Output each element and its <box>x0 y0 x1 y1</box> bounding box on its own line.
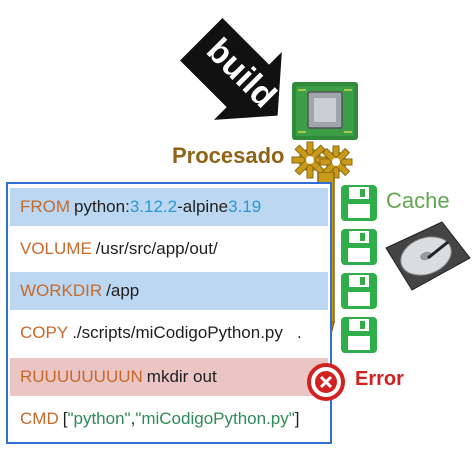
error-x-icon <box>307 363 345 401</box>
row-keyword: RUUUUUUUUN <box>20 367 143 386</box>
row-string: "python" <box>67 409 131 428</box>
row-keyword: WORKDIR <box>20 281 103 300</box>
floppy-disk-icon <box>341 273 377 309</box>
row-text: -alpine <box>177 197 229 216</box>
row-text: ./scripts/miCodigoPython.py . <box>72 323 302 342</box>
error-label: Error <box>355 368 404 390</box>
build-arrow-icon <box>180 18 282 120</box>
floppy-disk-icon <box>341 185 377 221</box>
row-text: /app <box>106 281 140 300</box>
row-text: , <box>130 409 136 428</box>
dockerfile-row-volume: VOLUME /usr/src/app/out/ <box>10 230 328 268</box>
row-keyword: VOLUME <box>20 239 92 258</box>
row-text: mkdir out <box>146 367 217 386</box>
dockerfile-row-workdir: WORKDIR /app <box>10 272 328 310</box>
procesado-label: Procesado <box>172 143 285 168</box>
row-keyword: FROM <box>20 197 71 216</box>
row-text: [ <box>62 409 68 428</box>
gear-icon <box>291 141 353 179</box>
row-version: 3.19 <box>228 197 262 216</box>
floppy-disk-icon <box>341 229 377 265</box>
dockerfile-row-run: RUUUUUUUUN mkdir out <box>10 358 328 396</box>
row-keyword: COPY <box>20 323 69 342</box>
cache-label: Cache <box>386 188 450 213</box>
row-text: /usr/src/app/out/ <box>95 239 218 258</box>
row-text: ] <box>294 409 300 428</box>
cpu-chip-icon <box>292 82 358 140</box>
row-version: 3.12.2 <box>129 197 178 216</box>
row-text: python: <box>74 197 130 216</box>
row-keyword: CMD <box>20 409 59 428</box>
dockerfile-row-cmd: CMD ["python", "miCodigoPython.py"] <box>10 400 328 438</box>
dockerfile-row-copy: COPY ./scripts/miCodigoPython.py . <box>10 314 328 352</box>
row-string: "miCodigoPython.py" <box>135 409 295 428</box>
hard-drive-icon <box>385 221 471 291</box>
floppy-disk-icon <box>341 317 377 353</box>
